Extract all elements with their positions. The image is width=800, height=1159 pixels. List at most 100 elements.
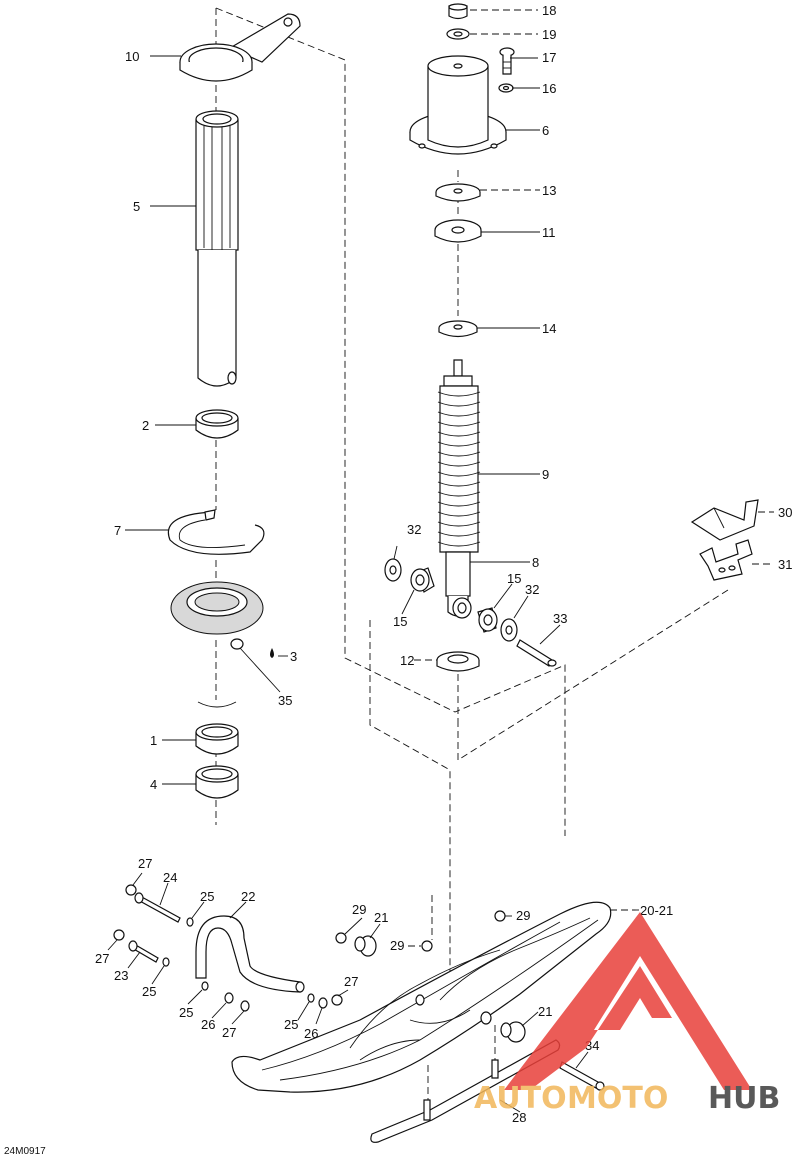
callout-17: 17 [542, 50, 556, 65]
callout-16: 16 [542, 81, 556, 96]
callout-32-left: 32 [407, 522, 421, 537]
part-20-ski [231, 901, 612, 1093]
part-29-nut-c [494, 910, 506, 922]
callout-18: 18 [542, 3, 556, 18]
part-4-bushing [195, 765, 239, 799]
callout-3: 3 [290, 649, 297, 664]
drawing-reference: 24M0917 [4, 1146, 46, 1157]
callout-21-a: 21 [374, 910, 388, 925]
callout-15-left: 15 [393, 614, 407, 629]
callout-12: 12 [400, 653, 414, 668]
callout-5: 5 [133, 199, 140, 214]
grease-drop-icon [270, 648, 274, 658]
callout-7: 7 [114, 523, 121, 538]
part-17-bolt [499, 47, 515, 75]
part-1-bushing [195, 723, 239, 755]
callout-19: 19 [542, 27, 556, 42]
part-35-grease-nipple [230, 638, 274, 658]
part-11-cup [434, 219, 482, 243]
callout-31: 31 [778, 557, 792, 572]
part-26-washer-a [224, 992, 234, 1004]
callout-10: 10 [125, 49, 139, 64]
part-25-washer-a [186, 917, 194, 927]
column-base-plate [170, 581, 264, 635]
callout-35: 35 [278, 693, 292, 708]
callout-15-right: 15 [507, 571, 521, 586]
callout-13: 13 [542, 183, 556, 198]
hardware-nuts-washers [113, 884, 343, 1012]
callout-14: 14 [542, 321, 556, 336]
callout-11: 11 [542, 225, 556, 240]
watermark-logo: AUTO MOTO HUB [474, 912, 780, 1116]
part-32-washer-right [500, 618, 518, 642]
callout-6: 6 [542, 123, 549, 138]
callout-29-c: 29 [516, 908, 530, 923]
callout-4: 4 [150, 777, 157, 792]
part-15-bushing-left [410, 567, 435, 593]
callout-25-d: 25 [284, 1017, 298, 1032]
part-29-21-hardware [335, 910, 526, 1043]
part-27-nut-a [125, 884, 137, 896]
callout-33: 33 [553, 611, 567, 626]
part-27-nut-c [240, 1000, 250, 1012]
callout-21-b: 21 [538, 1004, 552, 1019]
part-27-nut-b [113, 929, 125, 941]
part-31-bracket [699, 539, 753, 581]
part-30-pad [690, 499, 759, 541]
spring-coils [437, 391, 481, 547]
callout-25-a: 25 [200, 889, 214, 904]
part-25-washer-b [162, 957, 170, 967]
callout-29-b: 29 [390, 938, 404, 953]
part-33-bolt [516, 639, 557, 667]
callout-27-d: 27 [344, 974, 358, 989]
part-19-washer [446, 28, 470, 40]
watermark-moto: MOTO [567, 1081, 668, 1116]
callout-27-a: 27 [138, 856, 152, 871]
callout-9: 9 [542, 467, 549, 482]
part-22-handle [195, 915, 305, 993]
part-7-retaining-ring [167, 509, 265, 555]
part-24-bolt [134, 892, 181, 923]
alignment-lines [215, 7, 729, 1115]
leader-lines [107, 9, 774, 1113]
watermark-hub: HUB [708, 1081, 780, 1116]
callout-26-a: 26 [201, 1017, 215, 1032]
part-14-washer [438, 320, 478, 338]
part-16-washer [498, 83, 514, 93]
part-9-shock-spring [439, 359, 479, 553]
part-2-bushing [195, 409, 239, 439]
part-12-washer [436, 651, 480, 672]
callout-27-c: 27 [222, 1025, 236, 1040]
part-13-washer [435, 183, 481, 202]
callout-8: 8 [532, 555, 539, 570]
callout-23: 23 [114, 968, 128, 983]
watermark-auto: AUTO [474, 1081, 567, 1116]
callout-25-c: 25 [179, 1005, 193, 1020]
part-26-washer-b [318, 997, 328, 1009]
callout-32-right: 32 [525, 582, 539, 597]
callout-26-b: 26 [304, 1026, 318, 1041]
callout-27-b: 27 [95, 951, 109, 966]
callout-2: 2 [142, 418, 149, 433]
callout-28: 28 [512, 1110, 526, 1125]
part-29-nut-a [335, 932, 347, 944]
part-18-nut [448, 3, 468, 20]
part-10-clamp [179, 13, 301, 82]
part-8-shock-body [445, 551, 472, 619]
callout-22: 22 [241, 889, 255, 904]
callout-labels: 10 5 2 7 3 35 1 4 18 19 17 16 6 13 11 14… [95, 3, 792, 1125]
part-25-washer-d [307, 993, 315, 1003]
part-27-nut-d [331, 994, 343, 1006]
part-32-washer-left [384, 558, 402, 582]
part-6-housing [409, 55, 507, 155]
part-29-nut-b [421, 940, 433, 952]
callout-25-b: 25 [142, 984, 156, 999]
part-15-bushing-right [477, 607, 498, 633]
watermark-triangle-icon [504, 912, 752, 1090]
callout-30: 30 [778, 505, 792, 520]
part-34-bolt [559, 1061, 605, 1091]
part-23-bolt [128, 940, 159, 963]
part-25-washer-c [201, 981, 209, 991]
callout-24: 24 [163, 870, 177, 885]
